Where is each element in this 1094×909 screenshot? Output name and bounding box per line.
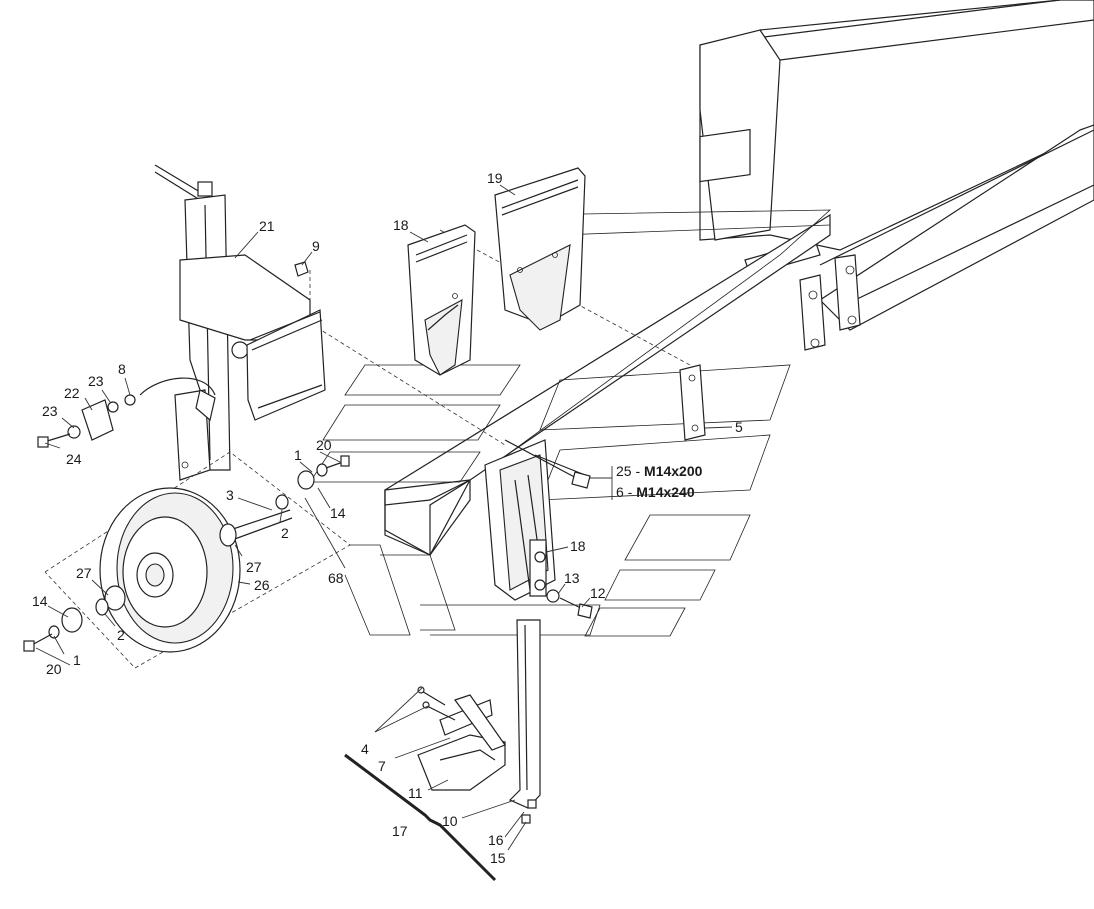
callout-12: 12 (590, 585, 606, 601)
callout-27-right: 27 (246, 559, 262, 575)
callout-23-upper: 23 (88, 373, 104, 389)
callout-1-right: 1 (294, 447, 302, 463)
callout-5: 5 (735, 419, 743, 435)
callout-22: 22 (64, 385, 80, 401)
callout-11: 11 (408, 785, 423, 801)
callout-18-upper: 18 (393, 217, 409, 233)
callout-8: 8 (118, 361, 126, 377)
callout-26: 26 (254, 577, 270, 593)
callout-labels: 21 9 18 19 8 23 22 23 24 20 1 14 3 2 27 … (32, 170, 743, 866)
callout-1-left: 1 (73, 652, 81, 668)
callout-15: 15 (490, 850, 506, 866)
depth-wheel-arm (139, 164, 326, 481)
callout-19: 19 (487, 170, 503, 186)
callout-3: 3 (226, 487, 234, 503)
callout-20-left: 20 (46, 661, 62, 677)
callout-27-left: 27 (76, 565, 92, 581)
shank-and-sweep (344, 619, 541, 882)
ghost-outline-plates (309, 209, 832, 637)
bolt-spec-25: 25 - M14x200 (616, 463, 703, 479)
callout-23-lower: 23 (42, 403, 58, 419)
callout-21: 21 (259, 218, 275, 234)
mounting-plates-upper (407, 167, 586, 376)
callout-10: 10 (442, 813, 458, 829)
callout-20-right: 20 (316, 437, 332, 453)
callout-68: 68 (328, 570, 344, 586)
callout-17: 17 (392, 823, 408, 839)
callout-14-right: 14 (330, 505, 346, 521)
callout-2-left: 2 (117, 627, 125, 643)
washer-group-left (37, 394, 136, 448)
callout-9: 9 (312, 238, 320, 254)
callout-13: 13 (564, 570, 580, 586)
gauge-wheel-assembly (23, 451, 351, 669)
callout-2-right: 2 (281, 525, 289, 541)
callout-18-lower: 18 (570, 538, 586, 554)
bolt-spec-6: 6 - M14x240 (616, 484, 695, 500)
callout-4: 4 (361, 741, 369, 757)
shank-bracket-assembly (304, 229, 706, 619)
callout-16: 16 (488, 832, 504, 848)
callout-24: 24 (66, 451, 82, 467)
callout-14-left: 14 (32, 593, 48, 609)
leader-lines (35, 184, 733, 851)
callout-7: 7 (378, 758, 386, 774)
